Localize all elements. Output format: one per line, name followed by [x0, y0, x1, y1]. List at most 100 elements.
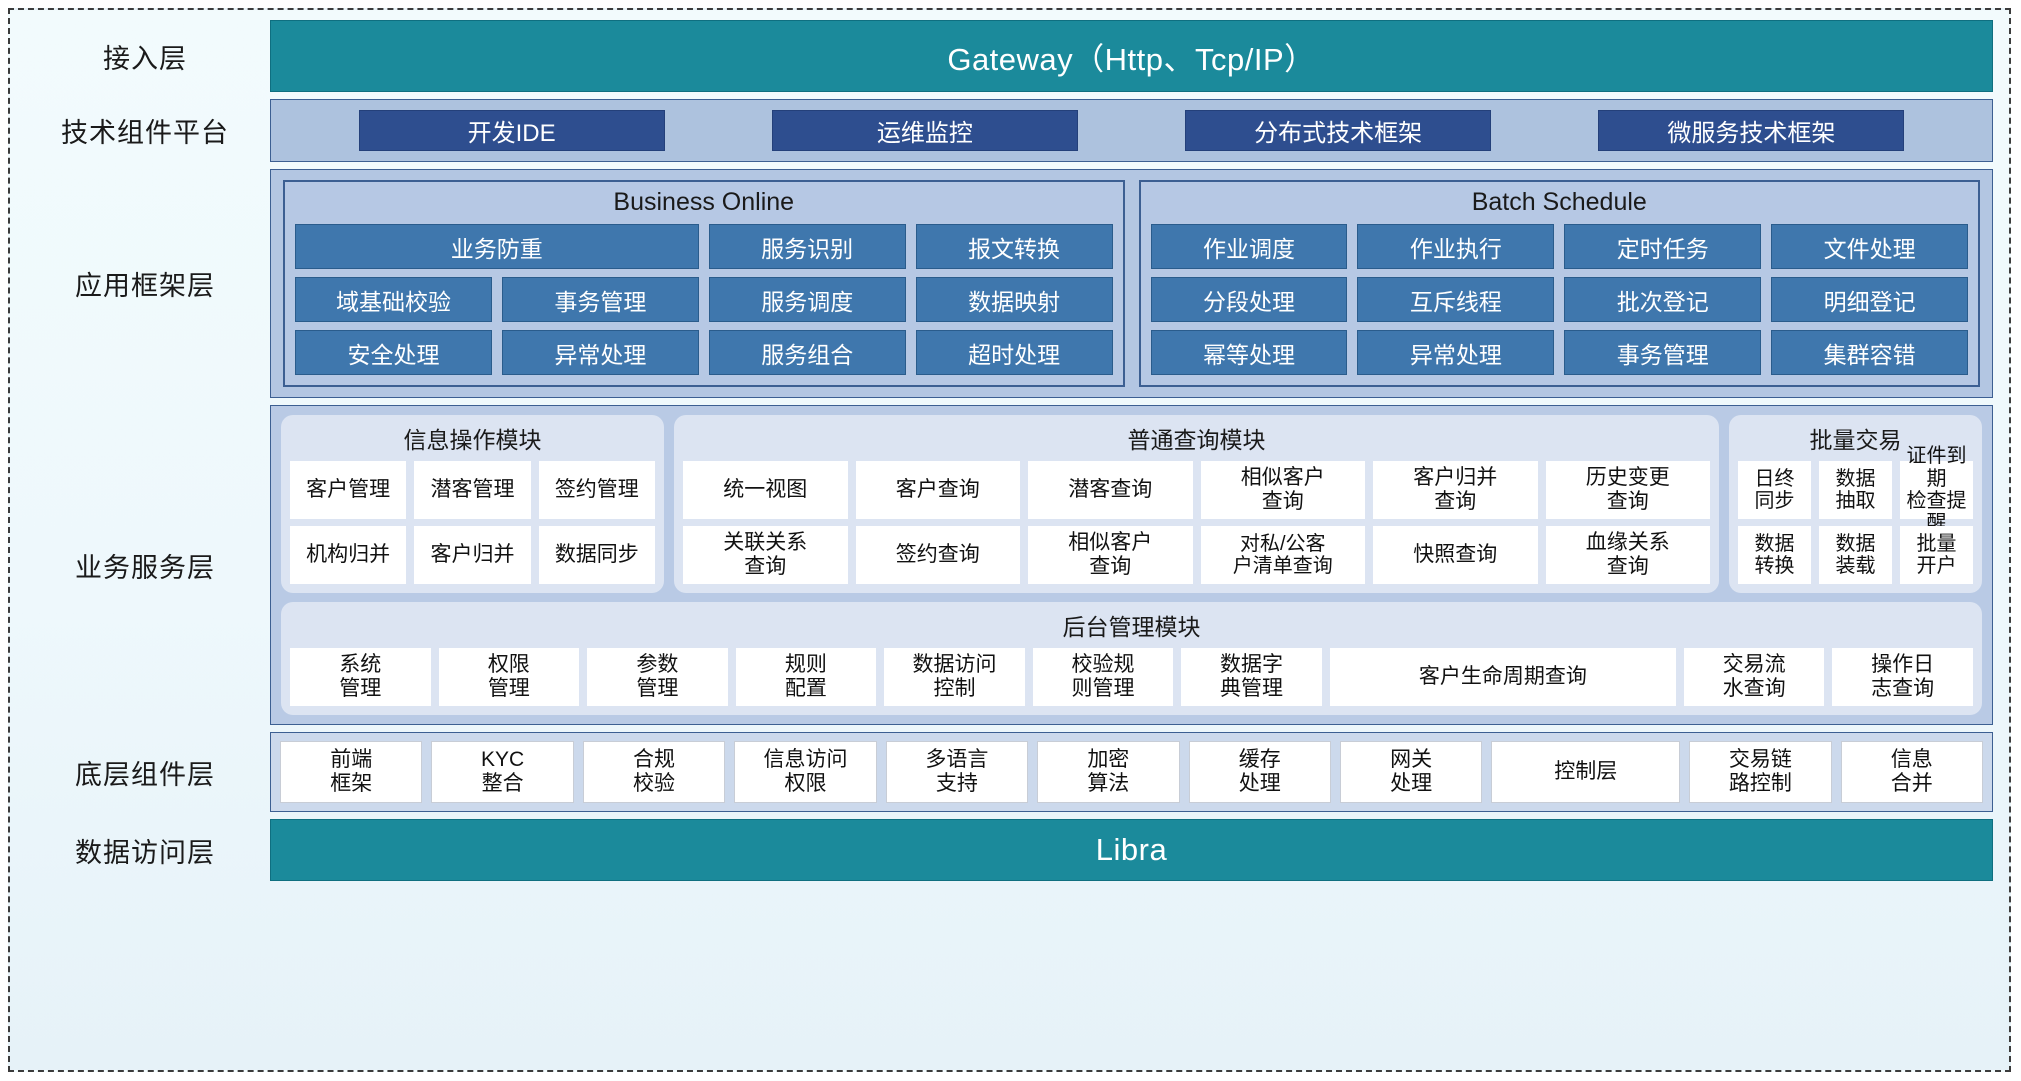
admin-cell[interactable]: 权限管理 — [438, 648, 580, 706]
biz-cell[interactable]: 相似客户查询 — [1028, 526, 1193, 584]
biz-cell[interactable]: 潜客查询 — [1028, 461, 1193, 519]
tech-chip-ops[interactable]: 运维监控 — [771, 110, 1078, 151]
biz-cell[interactable]: 客户归并 — [414, 526, 531, 584]
biz-cell[interactable]: 证件到期检查提醒 — [1900, 445, 1973, 534]
admin-cell[interactable]: 系统管理 — [290, 648, 431, 706]
app-row: 安全处理 异常处理 服务组合 超时处理 — [295, 330, 1113, 375]
layer-body-appframe: Business Online 业务防重 服务识别 报文转换 域基础校验 事务管… — [270, 169, 1993, 398]
layer-label-data: 数据访问层 — [75, 837, 215, 869]
component-cell[interactable]: 网关处理 — [1339, 741, 1483, 803]
app-chip[interactable]: 明细登记 — [1771, 277, 1968, 322]
biz-row: 客户管理 潜客管理 签约管理 — [290, 461, 655, 519]
biz-cell[interactable]: 数据转换 — [1738, 526, 1811, 584]
layer-body-data: Libra — [270, 819, 1993, 881]
app-chip[interactable]: 分段处理 — [1150, 277, 1348, 322]
app-chip[interactable]: 服务调度 — [708, 277, 906, 322]
biz-cell[interactable]: 历史变更查询 — [1545, 461, 1710, 519]
biz-module-title-admin: 后台管理模块 — [1062, 614, 1201, 640]
component-cell[interactable]: 交易链路控制 — [1689, 741, 1832, 803]
biz-cell[interactable]: 日终同步 — [1738, 461, 1811, 519]
biz-cell[interactable]: 对私/公客户清单查询 — [1200, 526, 1365, 584]
biz-cell[interactable]: 数据装载 — [1819, 526, 1892, 584]
app-group-business-online: Business Online 业务防重 服务识别 报文转换 域基础校验 事务管… — [283, 180, 1125, 387]
layer-label-appframe: 应用框架层 — [75, 271, 215, 302]
app-row: 幂等处理 异常处理 事务管理 集群容错 — [1150, 330, 1968, 375]
biz-module-grid: 客户管理 潜客管理 签约管理 机构归并 客户归并 数据同步 — [290, 461, 655, 584]
admin-grid: 系统管理 权限管理 参数管理 规则配置 数据访问控制 校验规则管理 数据字典管理… — [290, 648, 1973, 706]
app-chip[interactable]: 幂等处理 — [1150, 330, 1348, 375]
gateway-bar[interactable]: Gateway（Http、Tcp/IP） — [270, 20, 1993, 92]
biz-cell[interactable]: 客户查询 — [855, 461, 1020, 519]
admin-cell[interactable]: 数据访问控制 — [884, 648, 1025, 706]
layer-row-appframe: 应用框架层 Business Online 业务防重 服务识别 报文转换 域基础… — [20, 169, 1993, 398]
app-chip[interactable]: 批次登记 — [1564, 277, 1762, 322]
biz-cell[interactable]: 客户归并查询 — [1373, 461, 1538, 519]
app-chip[interactable]: 作业执行 — [1357, 224, 1555, 269]
tech-chip-microservice[interactable]: 微服务技术框架 — [1598, 110, 1905, 151]
biz-cell[interactable]: 潜客管理 — [414, 461, 531, 519]
app-chip[interactable]: 事务管理 — [501, 277, 699, 322]
biz-cell[interactable]: 数据同步 — [538, 526, 655, 584]
layer-label-bizservice: 业务服务层 — [75, 552, 215, 584]
app-chip[interactable]: 超时处理 — [915, 330, 1113, 375]
admin-cell[interactable]: 客户生命周期查询 — [1329, 648, 1676, 706]
app-chip[interactable]: 文件处理 — [1771, 224, 1968, 269]
biz-cell[interactable]: 机构归并 — [290, 526, 407, 584]
tech-platform-panel: 开发IDE 运维监控 分布式技术框架 微服务技术框架 — [270, 99, 1993, 162]
tech-chip-distributed[interactable]: 分布式技术框架 — [1185, 110, 1492, 151]
biz-cell[interactable]: 统一视图 — [683, 461, 848, 519]
layer-label-access: 接入层 — [103, 43, 187, 75]
business-service-panel: 信息操作模块 客户管理 潜客管理 签约管理 机构归并 客户归并 数据同步 — [270, 405, 1993, 725]
biz-cell[interactable]: 签约查询 — [855, 526, 1020, 584]
biz-cell[interactable]: 快照查询 — [1373, 526, 1538, 584]
component-cell[interactable]: 信息访问权限 — [734, 741, 877, 803]
biz-cell[interactable]: 批量开户 — [1900, 526, 1973, 584]
biz-cell[interactable]: 客户管理 — [290, 461, 407, 519]
app-chip[interactable]: 异常处理 — [501, 330, 699, 375]
app-chip[interactable]: 定时任务 — [1564, 224, 1762, 269]
app-chip[interactable]: 互斥线程 — [1357, 277, 1555, 322]
app-chip[interactable]: 域基础校验 — [295, 277, 492, 322]
app-chip[interactable]: 安全处理 — [295, 330, 492, 375]
admin-cell[interactable]: 数据字典管理 — [1181, 648, 1322, 706]
app-chip[interactable]: 作业调度 — [1150, 224, 1348, 269]
biz-row: 数据转换 数据装载 批量开户 — [1738, 526, 1973, 584]
biz-cell[interactable]: 签约管理 — [538, 461, 655, 519]
biz-cell[interactable]: 血缘关系查询 — [1545, 526, 1710, 584]
admin-cell[interactable]: 规则配置 — [735, 648, 877, 706]
layer-row-access: 接入层 Gateway（Http、Tcp/IP） — [20, 20, 1993, 92]
app-chip[interactable]: 服务识别 — [708, 224, 906, 269]
app-chip[interactable]: 集群容错 — [1771, 330, 1968, 375]
component-cell[interactable]: 合规校验 — [582, 741, 726, 803]
biz-cell[interactable]: 关联关系查询 — [683, 526, 848, 584]
biz-module-grid: 日终同步 数据抽取 证件到期检查提醒 数据转换 数据装载 批量开户 — [1738, 445, 1973, 584]
biz-row: 日终同步 数据抽取 证件到期检查提醒 — [1738, 445, 1973, 534]
app-chip[interactable]: 异常处理 — [1357, 330, 1555, 375]
app-chip[interactable]: 事务管理 — [1564, 330, 1762, 375]
admin-cell[interactable]: 参数管理 — [587, 648, 728, 706]
component-cell[interactable]: 多语言支持 — [885, 741, 1029, 803]
layer-row-tech: 技术组件平台 开发IDE 运维监控 分布式技术框架 微服务技术框架 — [20, 99, 1993, 162]
biz-cell[interactable]: 数据抽取 — [1819, 461, 1892, 519]
biz-module-grid: 统一视图 客户查询 潜客查询 相似客户查询 客户归并查询 历史变更查询 关联关系… — [683, 461, 1710, 584]
app-chip[interactable]: 数据映射 — [915, 277, 1113, 322]
component-cell[interactable]: 前端框架 — [280, 741, 423, 803]
admin-cell[interactable]: 交易流水查询 — [1683, 648, 1825, 706]
app-chip[interactable]: 报文转换 — [915, 224, 1113, 269]
app-chip[interactable]: 服务组合 — [708, 330, 906, 375]
admin-cell[interactable]: 校验规则管理 — [1032, 648, 1174, 706]
component-cell[interactable]: 控制层 — [1491, 741, 1681, 803]
tech-chip-ide[interactable]: 开发IDE — [358, 110, 665, 151]
layer-body-access: Gateway（Http、Tcp/IP） — [270, 20, 1993, 92]
libra-bar[interactable]: Libra — [270, 819, 1993, 881]
admin-cell[interactable]: 操作日志查询 — [1832, 648, 1973, 706]
component-cell[interactable]: 加密算法 — [1037, 741, 1180, 803]
layer-label-tech: 技术组件平台 — [61, 118, 229, 149]
component-cell[interactable]: 信息合并 — [1840, 741, 1983, 803]
biz-cell[interactable]: 相似客户查询 — [1200, 461, 1365, 519]
app-chip[interactable]: 业务防重 — [295, 224, 699, 269]
biz-module-title: 信息操作模块 — [403, 427, 542, 453]
component-cell[interactable]: 缓存处理 — [1188, 741, 1331, 803]
